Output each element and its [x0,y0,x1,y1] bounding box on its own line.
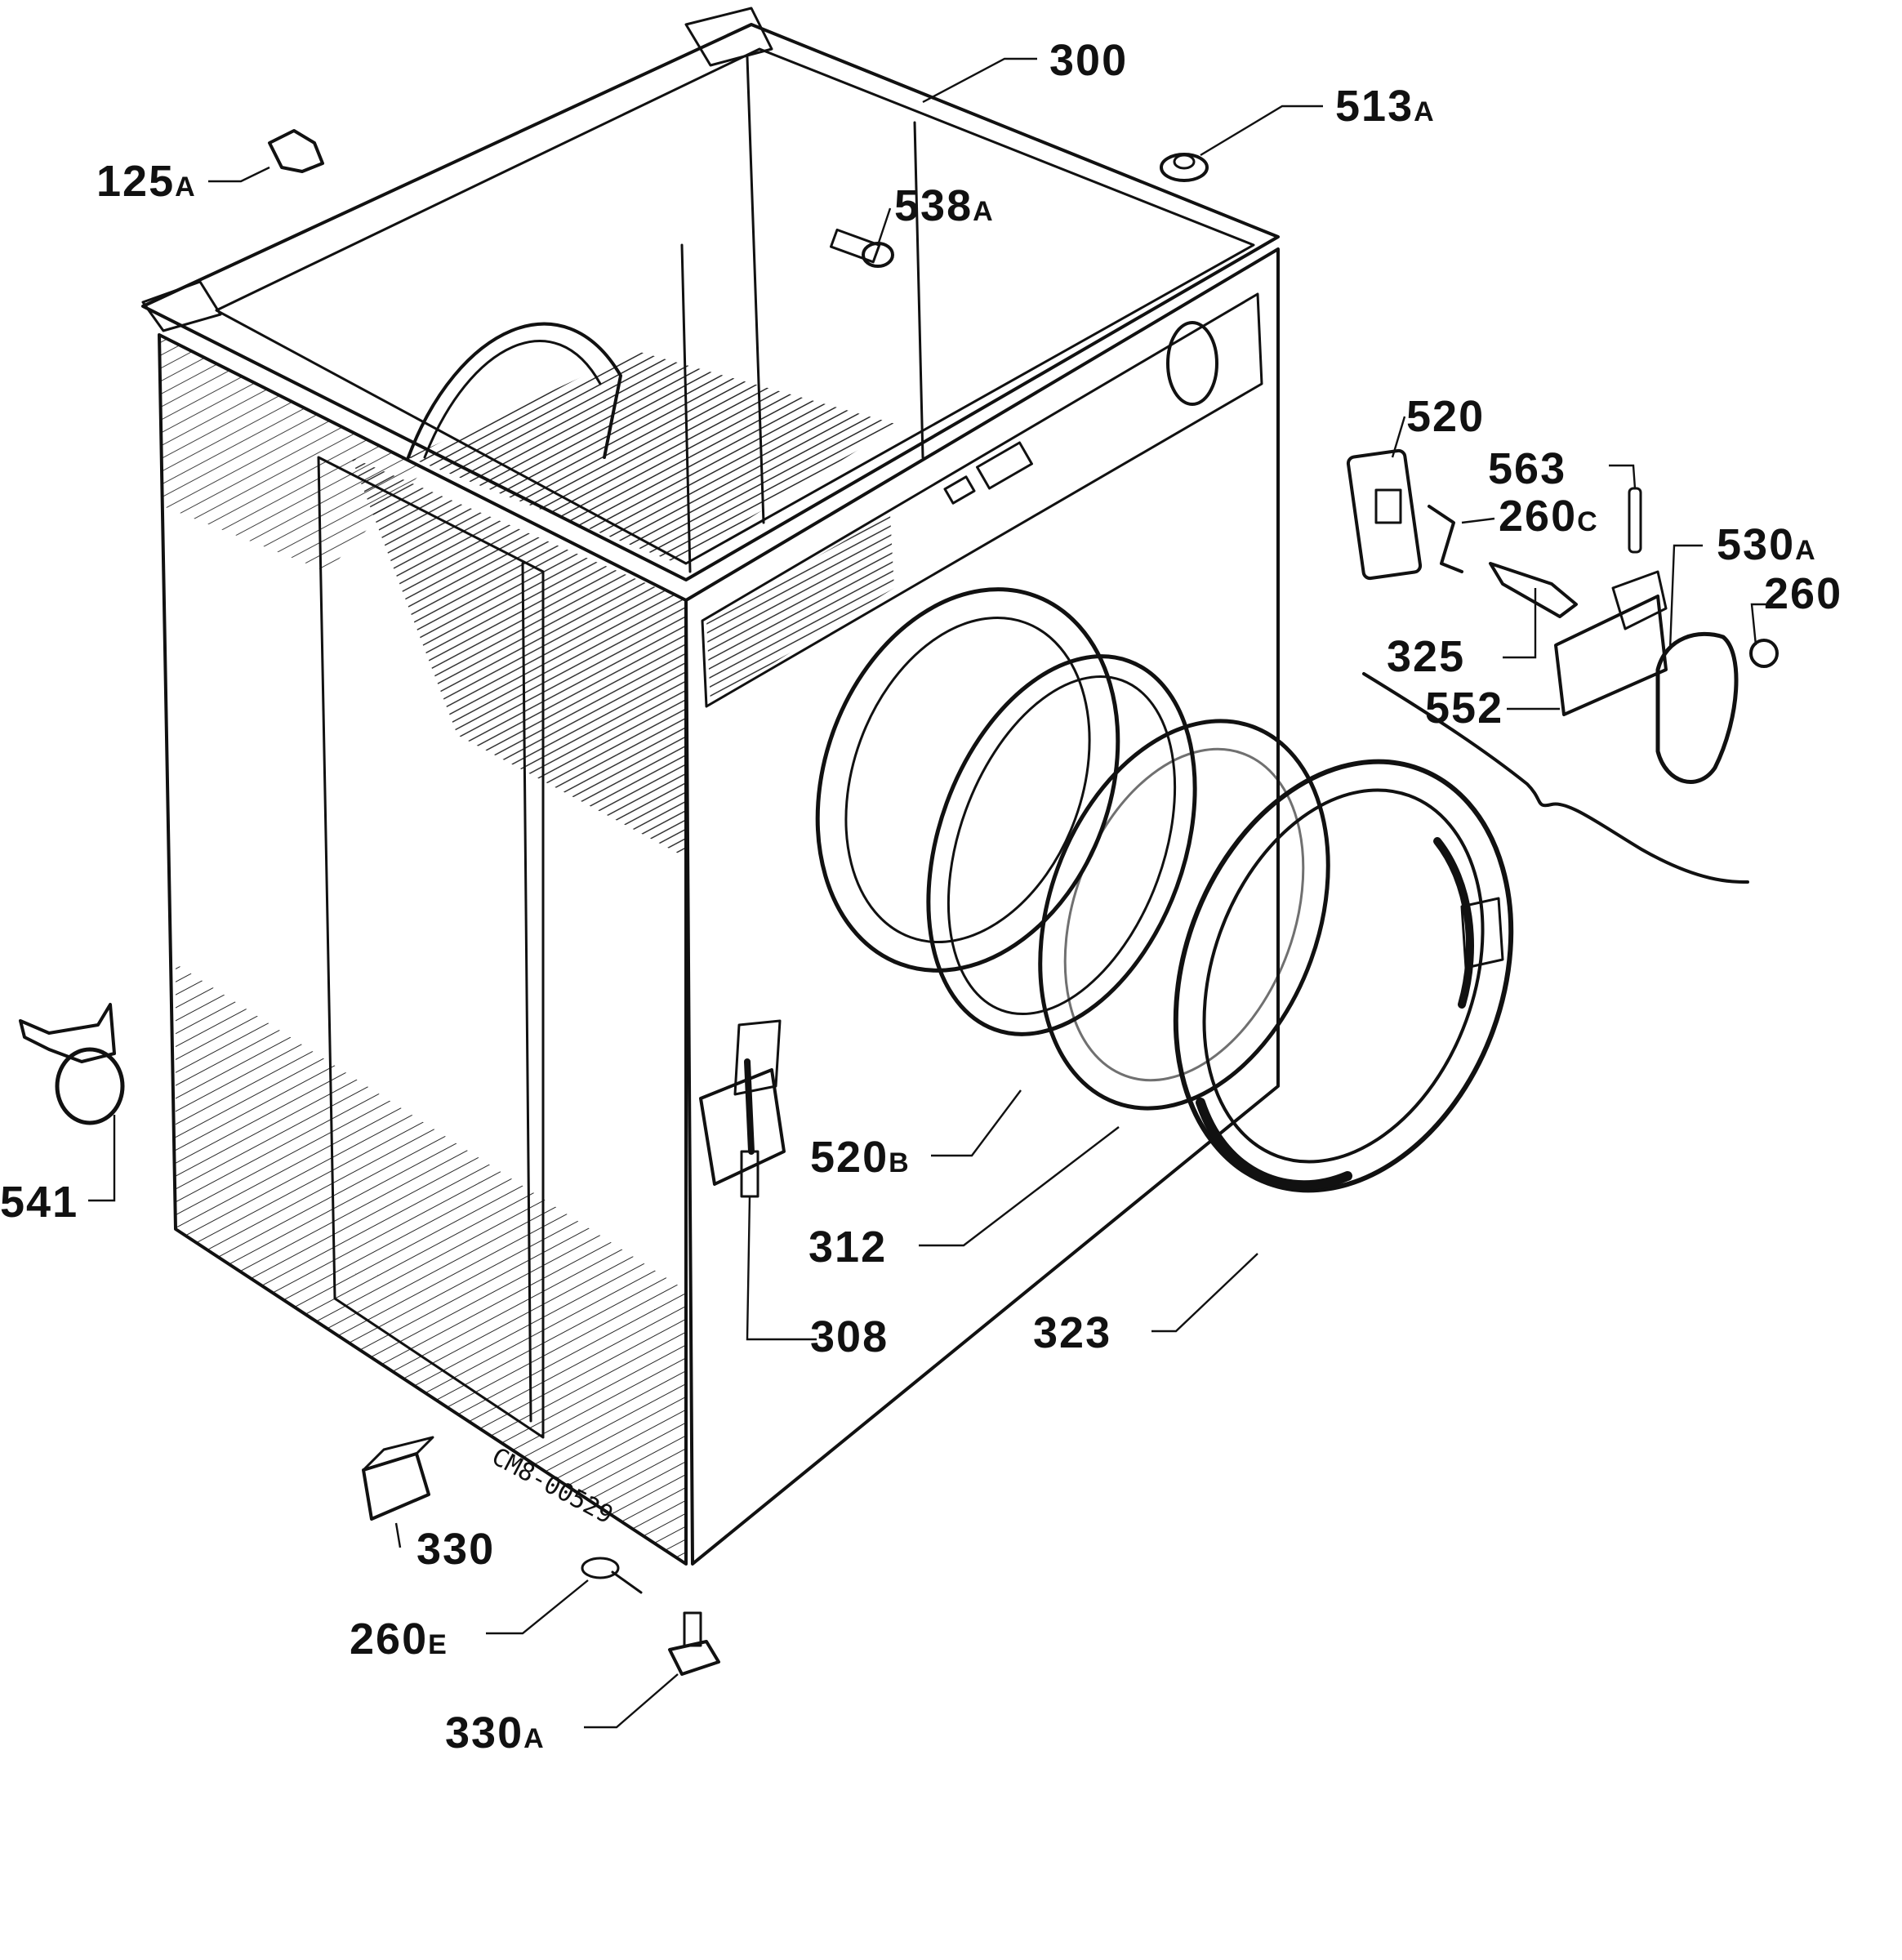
label-330a: 330A [445,1708,546,1757]
side-inset-panel [317,456,545,1439]
door-ring-shadow-right [1433,837,1474,1009]
part-260c-spring [1428,505,1463,573]
side-shading-lower [176,964,686,1564]
label-312: 312 [808,1223,887,1272]
label-125a: 125A [96,157,197,206]
door-seal-ring [926,654,1197,1036]
control-slot-1 [976,441,1033,490]
rear-post-3 [680,243,692,573]
part-552-lock-body [1554,570,1668,716]
part-330a-foot [668,1611,720,1676]
label-300: 300 [1049,36,1128,85]
cabinet-body [141,7,1280,1566]
part-563-pin [1628,487,1642,554]
label-538a: 538A [894,181,995,230]
detergent-inlet-hole [1166,321,1218,406]
part-325-lever [1489,562,1578,618]
door-inner-ring [1038,719,1330,1111]
front-porthole-opening [815,587,1120,973]
door-outer-ring-inner [1202,788,1485,1164]
door-hinge-tab [1460,897,1504,969]
label-520b: 520B [810,1133,911,1182]
part-260e-clip [581,1557,643,1594]
control-slot-2 [943,475,976,505]
label-325: 325 [1387,632,1465,681]
side-shading-upper [159,335,425,572]
part-330-foot-cap [362,1436,434,1521]
drum-opening-arc-inner [423,340,602,459]
part-labels: 300 513A 125A 538A 520 563 260C 530A 260… [0,36,1842,1757]
door-outer-ring [1173,759,1514,1193]
side-shading-diagonal [351,457,686,858]
door-glass [1063,747,1305,1082]
control-panel-recess [701,292,1263,708]
rear-post-2 [913,121,924,459]
label-552: 552 [1425,684,1503,733]
label-330: 330 [416,1525,495,1574]
part-538a-plug [830,228,894,268]
side-inset-edge [521,562,532,1423]
label-530a: 530A [1717,520,1817,569]
label-520: 520 [1406,392,1485,441]
door-assembly [926,654,1514,1193]
front-panel [684,247,1280,1566]
part-520-hinge-plate [1346,448,1423,581]
part-541-pressure-switch [19,1003,125,1125]
detail-group-brace [1362,672,1749,884]
label-541: 541 [0,1178,78,1227]
label-323: 323 [1033,1308,1111,1357]
interior-shading [408,351,898,564]
label-260: 260 [1764,569,1842,618]
part-513a-cap [1160,153,1209,182]
rear-post-1 [746,56,765,524]
rear-corner-bracket [684,7,773,67]
part-260-screw [1749,639,1779,668]
leader-lines [88,57,1772,1729]
porthole-inner [844,617,1091,943]
label-513a: 513A [1335,82,1436,131]
left-corner-bracket [141,280,222,332]
door-seal-ring-inner [947,675,1177,1016]
label-308: 308 [810,1312,889,1361]
part-125a-clip [268,129,324,173]
label-260e: 260E [350,1615,448,1664]
drum-opening-arc [407,322,622,459]
part-530a-handle [1655,631,1739,784]
door-ring-shadow-bottom [1196,1098,1352,1191]
label-260c: 260C [1499,492,1599,541]
control-recess-shading [706,514,894,702]
label-563: 563 [1488,444,1566,493]
door-catch-308 [699,1019,786,1198]
